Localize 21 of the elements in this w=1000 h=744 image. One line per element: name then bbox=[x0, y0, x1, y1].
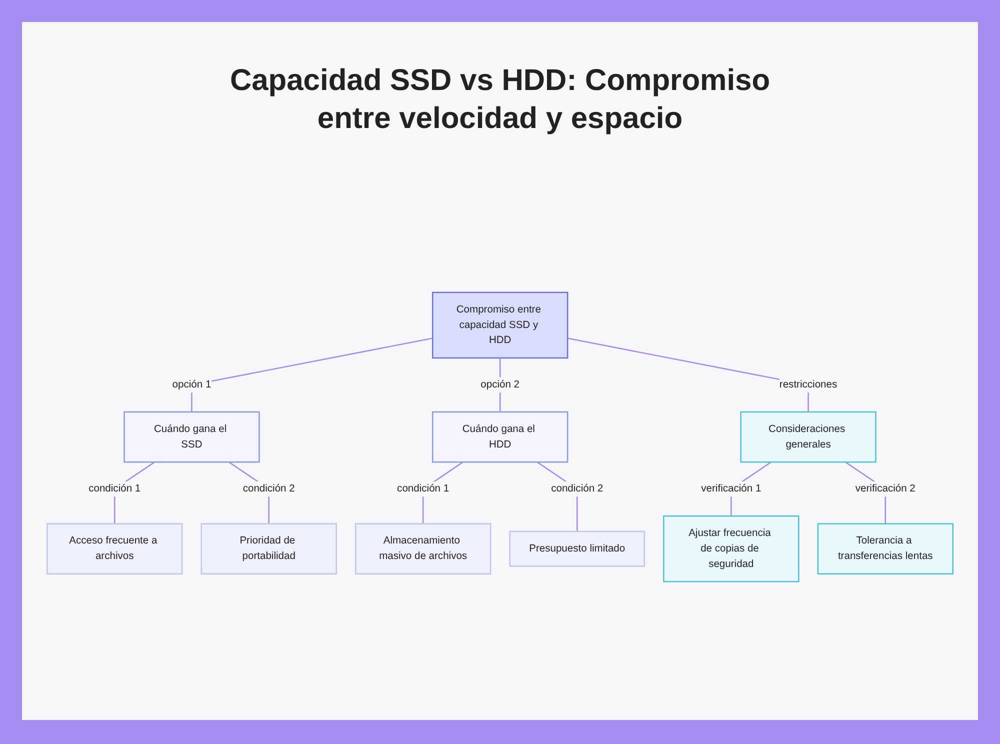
node-box: Cuándo gana el SSD bbox=[124, 411, 260, 463]
node-box: Tolerancia a transferencias lentas bbox=[817, 523, 954, 575]
edge-label: opción 1 bbox=[172, 379, 212, 390]
edge-label: condición 2 bbox=[551, 483, 604, 494]
edge-label: verificación 2 bbox=[855, 483, 916, 494]
edge-label: condición 1 bbox=[397, 483, 450, 494]
node-box: Presupuesto limitado bbox=[509, 530, 646, 567]
node-box: Ajustar frecuencia de copias de seguridad bbox=[663, 515, 800, 582]
title: Capacidad SSD vs HDD: Compromiso entre velocidad y espacio bbox=[228, 63, 772, 137]
edge-label: verificación 1 bbox=[701, 483, 762, 494]
edge-label: restricciones bbox=[779, 379, 838, 390]
node-box: Acceso frecuente a archivos bbox=[46, 523, 183, 575]
node-box: Almacenamiento masivo de archivos bbox=[354, 523, 492, 575]
edge-label: opción 2 bbox=[480, 379, 520, 390]
node-box: Cuándo gana el HDD bbox=[432, 411, 568, 463]
node-box: Prioridad de portabilidad bbox=[200, 523, 337, 575]
edge-label: condición 2 bbox=[242, 483, 295, 494]
edge-label: condición 1 bbox=[88, 483, 141, 494]
node-box: Consideraciones generales bbox=[740, 411, 876, 463]
node-box: Compromiso entre capacidad SSD y HDD bbox=[432, 292, 568, 359]
connector bbox=[191, 338, 433, 412]
